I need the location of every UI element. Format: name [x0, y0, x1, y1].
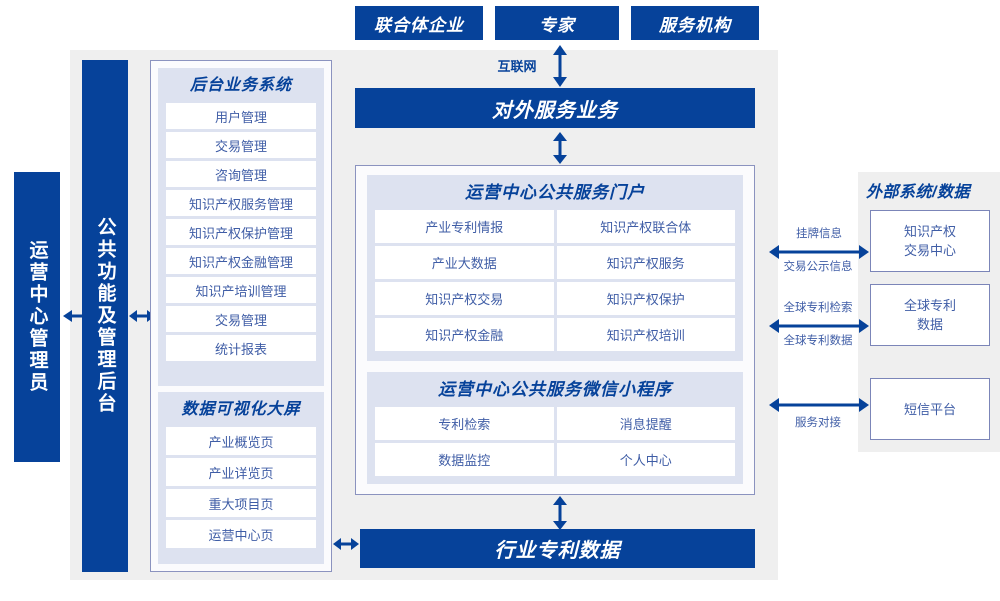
backend-item[interactable]: 知识产权服务管理 — [166, 190, 316, 216]
data-visual-item[interactable]: 运营中心页 — [166, 520, 316, 548]
portal-title: 运营中心公共服务门户 — [465, 183, 645, 202]
data-visual-group: 数据可视化大屏 产业概览页 产业详览页 重大项目页 运营中心页 — [158, 392, 324, 564]
portal-item[interactable]: 知识产权保护 — [556, 282, 735, 315]
data-visual-item[interactable]: 产业详览页 — [166, 458, 316, 486]
portal-item[interactable]: 知识产权培训 — [556, 318, 735, 351]
backend-item[interactable]: 知识产培训管理 — [166, 277, 316, 303]
backend-item[interactable]: 知识产权保护管理 — [166, 219, 316, 245]
top-actor-box-0: 联合体企业 — [355, 6, 483, 40]
internet-label: 互联网 — [497, 59, 537, 74]
portal-item[interactable]: 知识产权金融 — [375, 318, 554, 351]
miniprogram-item[interactable]: 专利检索 — [375, 407, 554, 440]
external-connector-label-below-0: 交易公示信息 — [783, 261, 853, 273]
portal-grid: 产业专利情报 知识产权联合体 产业大数据 知识产权服务 知识产权交易 知识产权保… — [375, 210, 735, 351]
rail-common-functions: 公共功能及管理后台 — [82, 60, 128, 572]
portal-item[interactable]: 知识产权服务 — [556, 246, 735, 279]
data-visual-title: 数据可视化大屏 — [181, 401, 301, 418]
backend-system-title: 后台业务系统 — [189, 77, 292, 94]
backend-item[interactable]: 咨询管理 — [166, 161, 316, 187]
rail-operator-admin: 运营中心管理员 — [14, 172, 60, 462]
miniprogram-group: 运营中心公共服务微信小程序 专利检索 消息提醒 数据监控 个人中心 — [367, 372, 743, 484]
external-box-global-patent[interactable]: 全球专利 数据 — [870, 284, 990, 346]
backend-item[interactable]: 统计报表 — [166, 335, 316, 361]
backend-system-group: 后台业务系统 用户管理 交易管理 咨询管理 知识产权服务管理 知识产权保护管理 … — [158, 68, 324, 386]
portal-item[interactable]: 知识产权交易 — [375, 282, 554, 315]
data-visual-item[interactable]: 重大项目页 — [166, 489, 316, 517]
external-box-ip-exchange[interactable]: 知识产权 交易中心 — [870, 210, 990, 272]
miniprogram-title: 运营中心公共服务微信小程序 — [438, 380, 672, 399]
backend-item[interactable]: 交易管理 — [166, 132, 316, 158]
data-visual-item[interactable]: 产业概览页 — [166, 427, 316, 455]
backend-system-list: 用户管理 交易管理 咨询管理 知识产权服务管理 知识产权保护管理 知识产权金融管… — [166, 103, 316, 361]
external-box-label: 全球专利 数据 — [903, 298, 956, 332]
industry-patent-data-bar: 行业专利数据 — [360, 529, 755, 568]
backend-item[interactable]: 用户管理 — [166, 103, 316, 129]
miniprogram-item[interactable]: 数据监控 — [375, 443, 554, 476]
internet-arrow — [553, 45, 567, 87]
top-actor-box-1: 专家 — [495, 6, 619, 40]
external-panel-title: 外部系统/数据 — [866, 184, 970, 201]
portal-item[interactable]: 产业专利情报 — [375, 210, 554, 243]
external-service-bar: 对外服务业务 — [355, 88, 755, 128]
backend-to-industry-arrow — [333, 538, 359, 550]
miniprogram-item[interactable]: 个人中心 — [556, 443, 735, 476]
portal-item[interactable]: 知识产权联合体 — [556, 210, 735, 243]
portal-item[interactable]: 产业大数据 — [375, 246, 554, 279]
external-connector-arrow-2 — [769, 398, 869, 412]
miniprogram-item[interactable]: 消息提醒 — [556, 407, 735, 440]
top-actor-box-2: 服务机构 — [631, 6, 759, 40]
data-visual-list: 产业概览页 产业详览页 重大项目页 运营中心页 — [166, 427, 316, 548]
backend-item[interactable]: 知识产权金融管理 — [166, 248, 316, 274]
backend-item[interactable]: 交易管理 — [166, 306, 316, 332]
service-to-portal-arrow — [553, 132, 567, 164]
external-box-sms[interactable]: 短信平台 — [870, 378, 990, 440]
external-box-label: 短信平台 — [903, 401, 956, 417]
miniprogram-grid: 专利检索 消息提醒 数据监控 个人中心 — [375, 407, 735, 476]
external-connector-label-above-1: 全球专利检索 — [783, 302, 853, 314]
portal-group: 运营中心公共服务门户 产业专利情报 知识产权联合体 产业大数据 知识产权服务 知… — [367, 175, 743, 361]
external-connector-label-below-1: 全球专利数据 — [783, 335, 853, 347]
portal-to-industry-arrow — [553, 496, 567, 530]
external-connector-label-below-2: 服务对接 — [795, 417, 841, 429]
external-connector-arrow-1 — [769, 319, 869, 333]
external-connector-arrow-0 — [769, 245, 869, 259]
external-connector-label-above-0: 挂牌信息 — [796, 228, 842, 240]
external-box-label: 知识产权 交易中心 — [903, 224, 956, 258]
